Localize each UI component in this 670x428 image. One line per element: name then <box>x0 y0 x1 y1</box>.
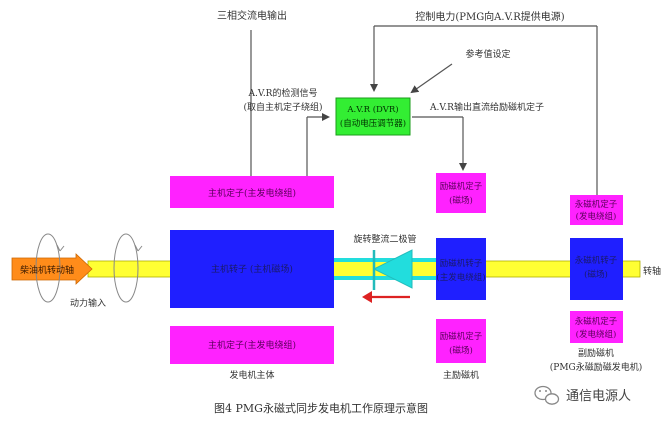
generator-main-body <box>170 176 334 364</box>
reference-setting-label: 参考值设定 <box>465 48 510 60</box>
exciter-stator-top-label-1: 励磁机定子 <box>440 181 483 192</box>
reference-arrow <box>410 63 453 94</box>
pmg-stator-top <box>570 195 623 225</box>
pmg-stator-bottom <box>570 311 623 343</box>
main-stator-top <box>170 176 334 208</box>
avr-box <box>335 97 411 136</box>
main-stator-bottom-label: 主机定子(主发电绕组) <box>208 339 296 351</box>
pmg-stator-bottom-label-2: (发电绕组) <box>576 329 617 340</box>
control-wiring <box>250 25 598 195</box>
avr-detect-label-2: (取自主机定子绕组) <box>243 101 322 113</box>
pmg-sub-exciter <box>570 195 623 343</box>
exciter-rotor-label-2: (主发电绕组) <box>436 272 485 283</box>
direction-arrow-icon <box>362 291 410 303</box>
avr-box-label-2: (自动电压调节器) <box>340 118 406 129</box>
exciter-stator-bottom <box>436 319 486 363</box>
pmg-stator-top-label-1: 永磁机定子 <box>575 199 618 210</box>
exciter-stator-bottom-label-1: 励磁机定子 <box>440 331 483 342</box>
power-input-label: 动力输入 <box>70 297 106 309</box>
diode-symbol-icon <box>372 249 413 290</box>
pmg-rotor <box>570 238 623 300</box>
rectifier-diode-label: 旋转整流二极管 <box>353 233 416 245</box>
main-exciter-label: 主励磁机 <box>443 369 479 381</box>
exciter-stator-bottom-label-2: (磁场) <box>449 345 473 356</box>
diesel-shaft-label: 柴油机转动轴 <box>20 264 74 276</box>
pmg-rotor-label-2: (磁场) <box>584 269 608 280</box>
figure-caption: 图4 PMG永磁式同步发电机工作原理示意图 <box>214 401 428 415</box>
sub-exciter-label-2: (PMG永磁励磁发电机) <box>550 361 642 373</box>
control-power-label: 控制电力(PMG向A.V.R提供电源) <box>415 10 564 23</box>
avr-output-label: A.V.R输出直流给励磁机定子 <box>429 101 544 113</box>
rectifier-conductor-bottom <box>334 276 436 280</box>
three-phase-output-label: 三相交流电输出 <box>217 9 287 22</box>
diesel-shaft-arrow <box>11 253 93 285</box>
generator-main-body-label: 发电机主体 <box>229 369 274 381</box>
exciter-stator-top <box>436 173 486 213</box>
pmg-rotor-label-1: 永磁机转子 <box>575 255 618 266</box>
sub-exciter-label-1: 副励磁机 <box>578 347 614 359</box>
avr-detect-label-1: A.V.R的检测信号 <box>248 87 318 99</box>
exciter-stator-top-label-2: (磁场) <box>449 195 473 206</box>
main-rotor <box>170 230 334 308</box>
pmg-stator-bottom-label-1: 永磁机定子 <box>575 316 618 327</box>
rotation-shaft-label: 转轴 <box>643 265 661 277</box>
exciter-rotor-label-1: 励磁机转子 <box>440 258 483 269</box>
rotation-arrow-icon <box>35 233 65 303</box>
power-input-assembly <box>11 233 143 303</box>
avr-box-label-1: A.V.R (DVR) <box>346 104 398 115</box>
rectifier-conductor-top <box>334 258 436 262</box>
main-stator-top-label: 主机定子(主发电绕组) <box>208 187 296 199</box>
wechat-logo-icon <box>534 385 560 405</box>
main-stator-bottom <box>170 326 334 364</box>
watermark: 通信电源人 <box>534 385 631 405</box>
exciter-rotor <box>436 238 486 300</box>
pmg-stator-top-label-2: (发电绕组) <box>576 211 617 222</box>
rectifier-assembly <box>334 249 436 303</box>
watermark-text: 通信电源人 <box>566 389 631 404</box>
main-rotor-label: 主机转子 (主机磁场) <box>211 263 293 275</box>
main-exciter <box>436 173 486 363</box>
rotation-arrow-icon <box>113 233 143 303</box>
